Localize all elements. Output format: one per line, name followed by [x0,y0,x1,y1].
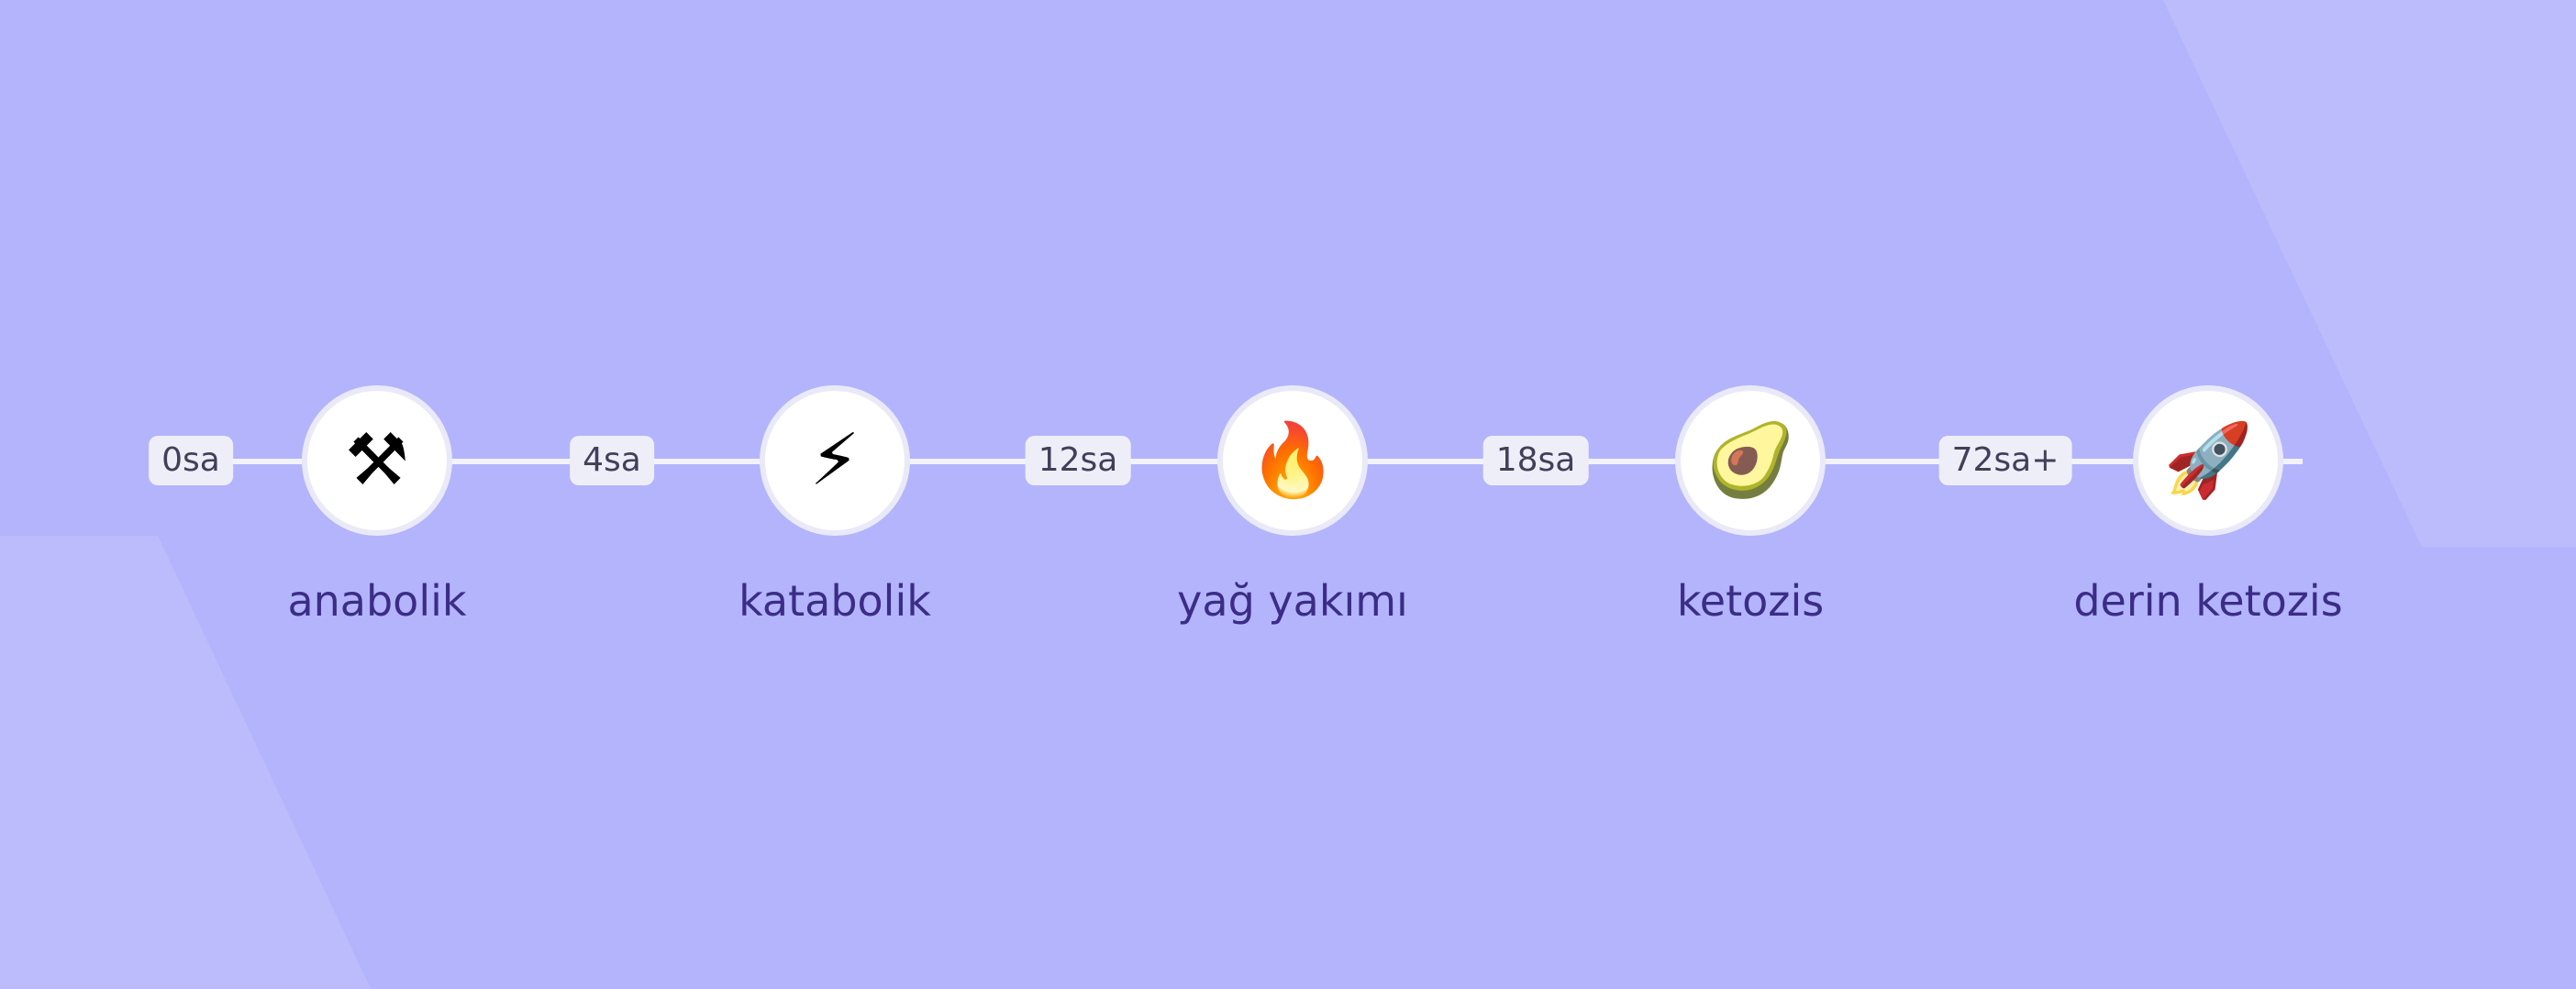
stage-circle: 🔥 [1217,385,1368,536]
time-badge-2: 12sa [1025,436,1131,485]
lightning-icon: ⚡ [809,419,861,502]
stage-label: anabolik [287,576,467,626]
background-shape-right [2163,0,2576,547]
stage-label: derin ketozis [2073,576,2343,626]
fire-icon: 🔥 [1248,419,1338,502]
time-badge-1: 4sa [570,436,654,485]
time-badge-0: 0sa [149,436,233,485]
rocket-icon: 🚀 [2163,419,2253,502]
stage-circle: 🚀 [2133,385,2283,536]
stage-circle: ⚒ [302,385,452,536]
time-badge-3: 18sa [1482,436,1589,485]
hammer-and-wrench-icon: ⚒ [345,419,409,502]
stage-circle: ⚡ [760,385,910,536]
background-shape-left [0,536,371,989]
stage-label: yağ yakımı [1177,576,1408,626]
time-badge-4: 72sa+ [1938,436,2072,485]
stage-label: ketozis [1676,576,1825,626]
stage-label: katabolik [738,576,931,626]
stage-circle: 🥑 [1675,385,1826,536]
avocado-icon: 🥑 [1705,419,1795,502]
